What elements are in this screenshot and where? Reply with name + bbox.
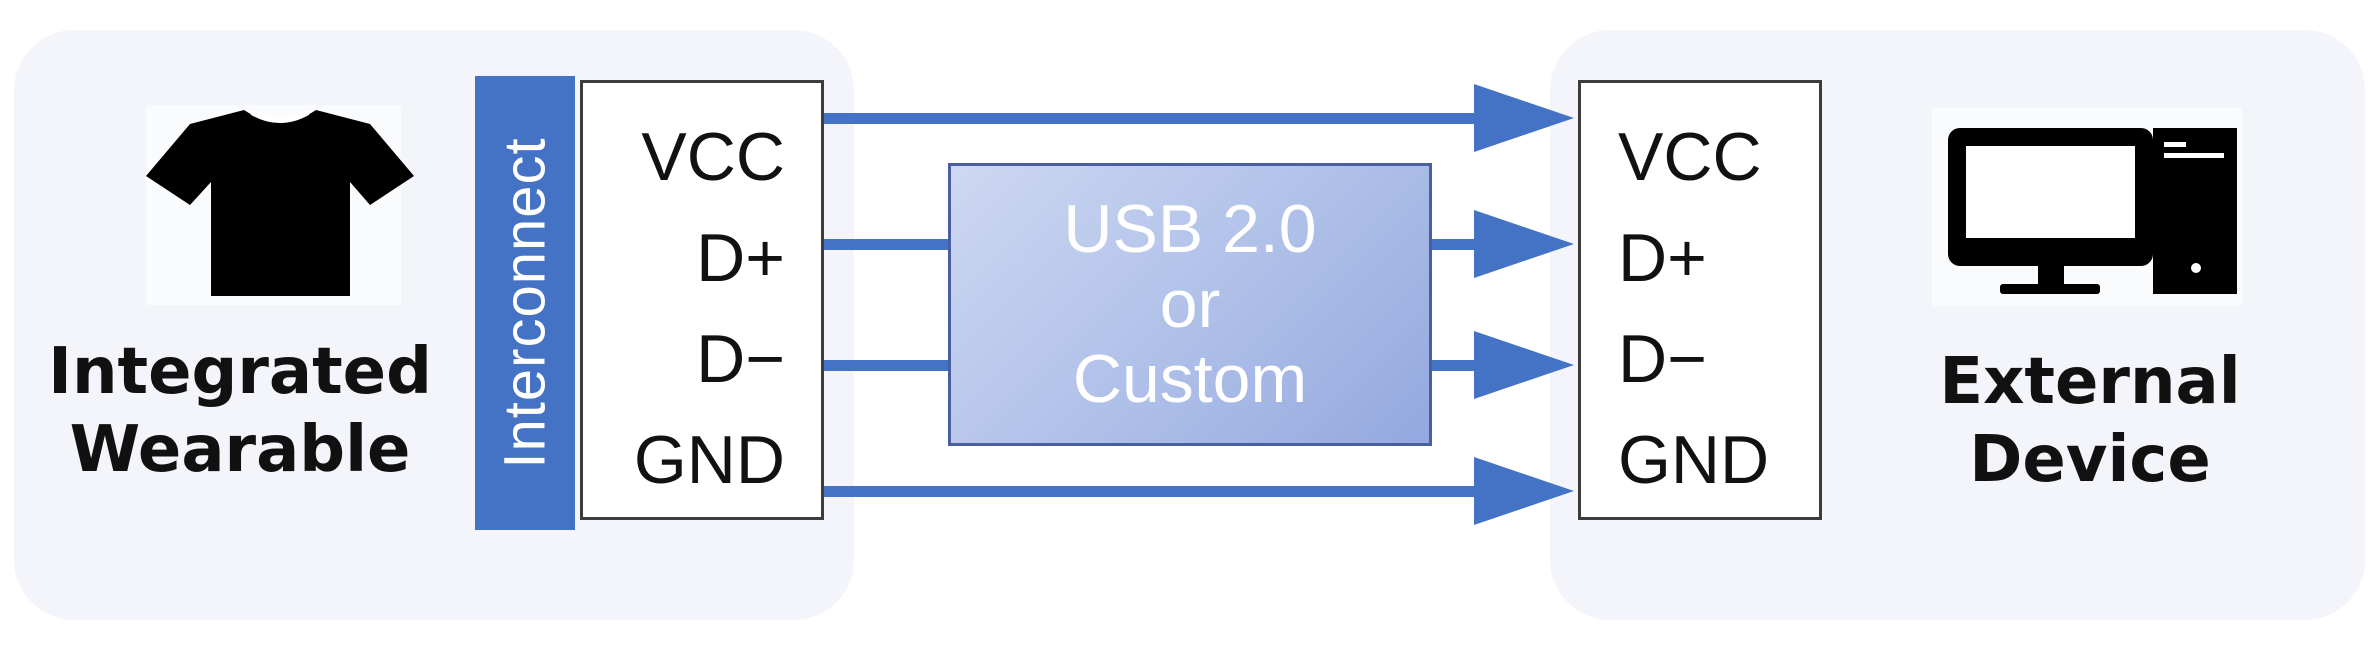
wearable-caption-line-1: Integrated: [48, 335, 432, 409]
usb-label-line-2: or: [1159, 266, 1221, 342]
external-device-caption: External Device: [1900, 343, 2280, 499]
external-pin-d-plus: D+: [1618, 220, 1707, 296]
d-minus-line-right: [1430, 360, 1484, 371]
wearable-caption-line-2: Wearable: [69, 413, 411, 487]
external-pin-d-minus: D−: [1618, 321, 1707, 397]
external-pin-box: VCC D+ D− GND: [1578, 80, 1822, 520]
gnd-line: [824, 486, 1484, 497]
d-plus-line-right: [1430, 239, 1484, 250]
wearable-pin-d-minus: D−: [696, 321, 785, 397]
wearable-pin-vcc: VCC: [641, 119, 785, 195]
vcc-line: [824, 113, 1484, 124]
external-caption-line-2: Device: [1969, 423, 2211, 497]
interconnect-bar: [475, 76, 575, 530]
usb-label-line-3: Custom: [1072, 341, 1308, 417]
external-caption-line-1: External: [1939, 345, 2241, 419]
external-pin-gnd: GND: [1618, 422, 1770, 498]
wearable-pin-d-plus: D+: [696, 220, 785, 296]
external-pin-vcc: VCC: [1618, 119, 1762, 195]
wearable-pin-gnd: GND: [633, 422, 785, 498]
wearable-caption: Integrated Wearable: [20, 333, 460, 489]
wearable-pin-box: VCC D+ D− GND: [580, 80, 824, 520]
usb-channel-box: USB 2.0 or Custom: [948, 163, 1432, 446]
interconnect-label: Interconnect: [492, 137, 558, 469]
usb-channel-label: USB 2.0 or Custom: [1063, 192, 1316, 417]
usb-label-line-1: USB 2.0: [1063, 191, 1317, 267]
